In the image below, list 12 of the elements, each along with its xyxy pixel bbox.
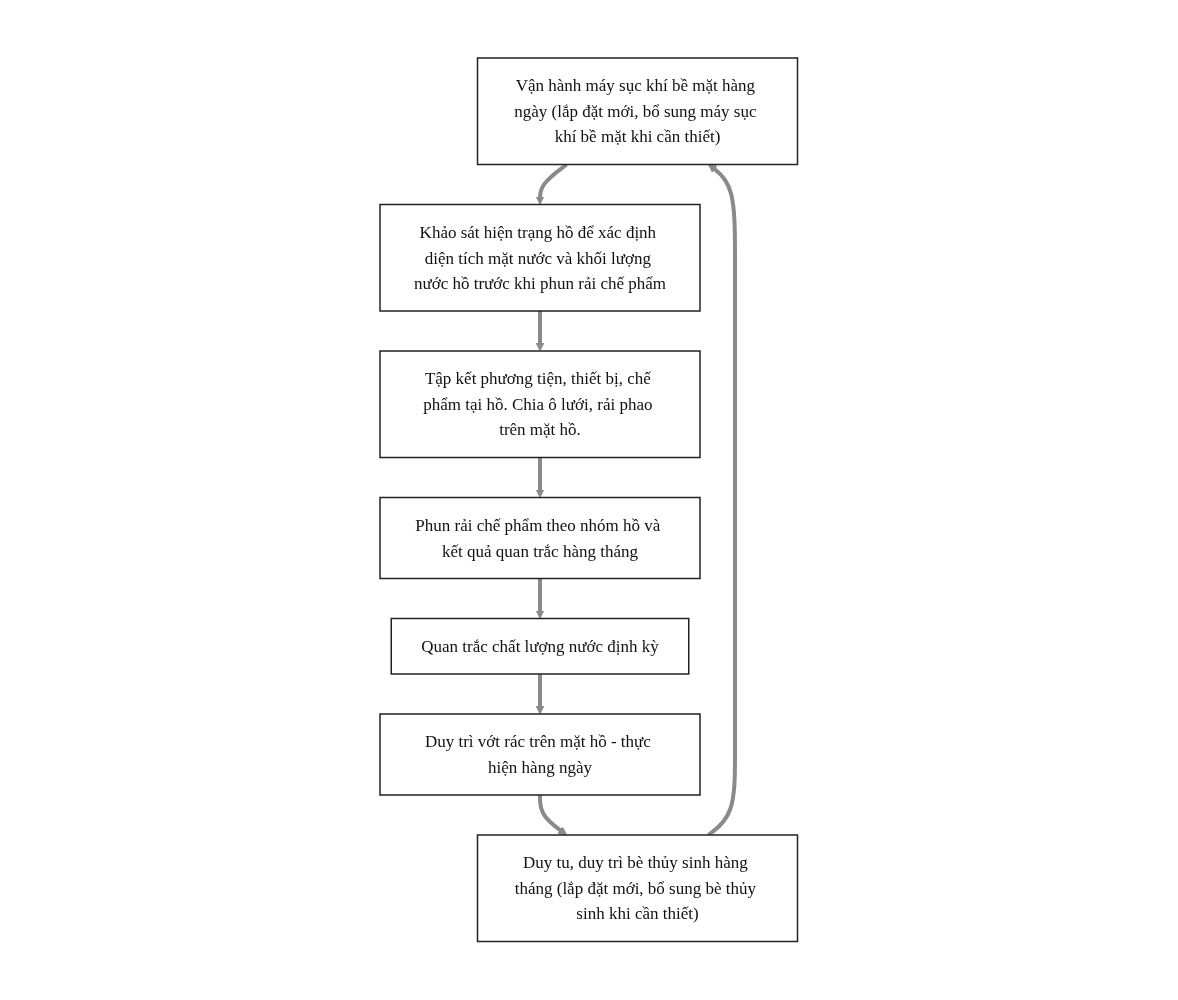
arrow xyxy=(535,311,545,352)
arrow xyxy=(707,164,738,837)
node-box: Phun rải chế phẩm theo nhóm hồ và kết quả quan trắc hàng tháng xyxy=(379,497,701,580)
node-box: Quan trắc chất lượng nước định kỳ xyxy=(390,618,690,675)
arrow xyxy=(535,578,545,620)
node-box: Khảo sát hiện trạng hồ để xác định diện tích mặt nước và khối lượng nước hồ trước khi phun rải chế phẩm xyxy=(379,204,701,312)
node-box: Vận hành máy sục khí bề mặt hàng ngày (lắp đặt mới, bổ sung máy sục khí bề mặt khi cần thiết) xyxy=(477,57,799,166)
arrow xyxy=(538,795,568,836)
node-box: Duy trì vớt rác trên mặt hồ - thực hiện hàng ngày xyxy=(379,713,701,796)
node-box: Tập kết phương tiện, thiết bị, chế phẩm tại hồ. Chia ô lưới, rải phao trên mặt hồ. xyxy=(379,350,701,459)
arrow xyxy=(535,674,545,715)
node-box: Duy tu, duy trì bè thủy sinh hàng tháng (lắp đặt mới, bổ sung bè thủy sinh khi cần thiết) xyxy=(477,834,799,943)
